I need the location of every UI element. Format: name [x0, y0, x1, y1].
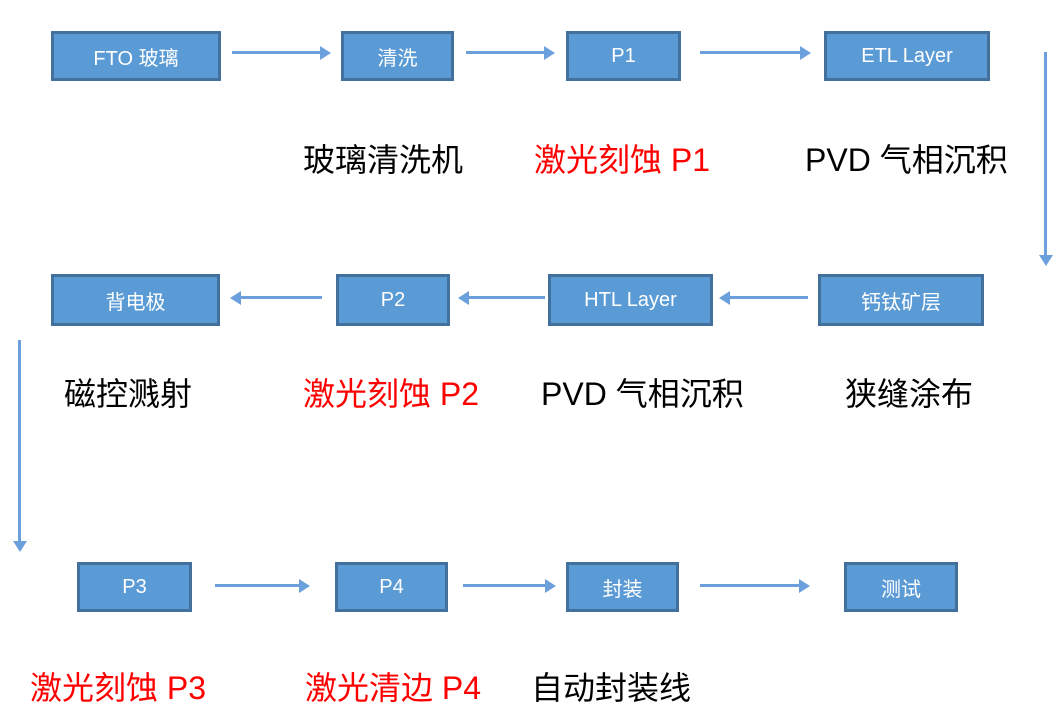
label-magnetron-sputtering: 磁控溅射 [64, 376, 193, 412]
label-pvd-deposition-etl: PVD 气相沉积 [805, 142, 1008, 178]
label-laser-etching-p2: 激光刻蚀 P2 [303, 376, 480, 412]
node-htl-layer: HTL Layer [548, 274, 713, 326]
node-testing: 测试 [844, 562, 958, 612]
arrow-p2-to-back-electrode [230, 290, 322, 305]
label-slot-die-coating: 狭缝涂布 [845, 376, 974, 412]
node-fto-glass: FTO 玻璃 [51, 31, 221, 81]
label-laser-etching-p1: 激光刻蚀 P1 [534, 142, 711, 178]
arrow-p4-to-encapsulation [463, 578, 556, 593]
arrow-cleaning-to-p1 [466, 45, 555, 60]
node-back-electrode: 背电极 [51, 274, 220, 326]
label-auto-encapsulation-line: 自动封装线 [531, 670, 692, 706]
label-pvd-deposition-htl: PVD 气相沉积 [541, 376, 744, 412]
node-perovskite-layer: 钙钛矿层 [818, 274, 984, 326]
node-p1: P1 [566, 31, 681, 81]
node-cleaning: 清洗 [341, 31, 454, 81]
arrow-htl-to-p2 [458, 290, 545, 305]
arrow-etl-to-perovskite [1038, 52, 1053, 266]
node-etl-layer: ETL Layer [824, 31, 990, 81]
label-laser-edge-cleaning-p4: 激光清边 P4 [305, 670, 482, 706]
label-laser-etching-p3: 激光刻蚀 P3 [30, 670, 207, 706]
node-p3: P3 [77, 562, 192, 612]
arrow-p3-to-p4 [215, 578, 310, 593]
label-glass-cleaning-machine: 玻璃清洗机 [303, 142, 464, 178]
arrow-fto-to-cleaning [232, 45, 331, 60]
node-p2: P2 [336, 274, 450, 326]
arrow-p1-to-etl [700, 45, 811, 60]
arrow-perovskite-to-htl [719, 290, 808, 305]
node-p4: P4 [335, 562, 448, 612]
arrow-encapsulation-to-testing [700, 578, 810, 593]
arrow-back-electrode-to-p3 [12, 340, 27, 552]
node-encapsulation: 封装 [566, 562, 679, 612]
